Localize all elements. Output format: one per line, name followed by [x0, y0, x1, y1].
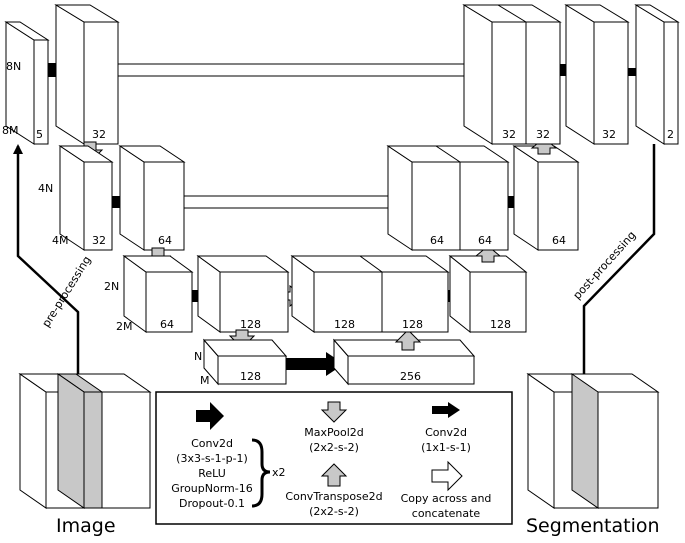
dec1b-channels-label: 32 — [536, 128, 550, 141]
legend-conv1x1-line-2: (1x1-s-1) — [421, 441, 471, 454]
dec3-concat-block: 128 128 — [290, 255, 450, 333]
legend-conv-line-5: Dropout-0.1 — [179, 497, 245, 510]
enc3b-block: 128 — [196, 255, 290, 333]
copy-arrow-level1 — [117, 54, 481, 86]
image-caption: Image — [56, 515, 116, 537]
dim-2n-label: 2N — [104, 280, 119, 293]
copy-arrow-level2 — [183, 188, 405, 216]
dec2a-channels-label: 64 — [430, 234, 444, 247]
enc1-block: 32 — [54, 4, 120, 145]
output-block: 2 — [634, 4, 680, 145]
conv-arrow-l4 — [286, 352, 344, 376]
bottleneck-a-channels-label: 128 — [240, 370, 261, 383]
legend-repeat-label: x2 — [272, 466, 286, 479]
convtranspose-arrow-4 — [394, 329, 422, 351]
legend-convtranspose-line-2: (2x2-s-2) — [309, 505, 359, 518]
legend-maxpool-line-1: MaxPool2d — [304, 426, 363, 439]
output-channels-label: 2 — [667, 128, 674, 141]
legend-maxpool-line-2: (2x2-s-2) — [309, 441, 359, 454]
legend-conv-line-3: ReLU — [198, 467, 226, 480]
dim-8n-label: 8N — [6, 60, 21, 73]
legend-copy-line-1: Copy across and — [401, 492, 492, 505]
dim-4n-label: 4N — [38, 182, 53, 195]
output-segmentation — [526, 373, 660, 509]
dec1-concat-block: 32 32 — [462, 4, 562, 145]
pre-processing-line — [13, 144, 80, 380]
pre-processing-label: pre-processing — [40, 254, 94, 330]
dim-4m-label: 4M — [52, 234, 69, 247]
dec2-out-block: 64 — [512, 145, 580, 251]
legend-conv-line-1: Conv2d — [191, 437, 233, 450]
dim-2m-label: 2M — [116, 320, 133, 333]
dec1-out-block: 32 — [564, 4, 630, 145]
post-processing-line — [579, 144, 656, 386]
enc2a-channels-label: 32 — [92, 234, 106, 247]
dec3a-channels-label: 128 — [334, 318, 355, 331]
dec2-out-channels-label: 64 — [552, 234, 566, 247]
enc3b-channels-label: 128 — [240, 318, 261, 331]
dec2-concat-block: 64 64 — [386, 145, 510, 251]
segmentation-caption: Segmentation — [526, 515, 660, 537]
input-image — [18, 373, 152, 509]
dec1-out-channels-label: 32 — [602, 128, 616, 141]
post-processing-label: post-processing — [571, 229, 639, 302]
legend-conv1x1-icon — [432, 402, 460, 418]
channels-5-label: 5 — [36, 128, 43, 141]
dec3-out-channels-label: 128 — [490, 318, 511, 331]
bottleneck-b-channels-label: 256 — [400, 370, 421, 383]
enc3a-block: 2N 2M 64 — [104, 255, 194, 333]
dim-m-label: M — [200, 374, 210, 387]
enc2b-block: 64 — [118, 145, 186, 251]
legend-brace — [251, 438, 271, 508]
enc1-channels-label: 32 — [92, 128, 106, 141]
legend-copy-line-2: concatenate — [412, 507, 481, 520]
legend-conv-line-4: GroupNorm-16 — [171, 482, 252, 495]
convtranspose-arrow-3 — [474, 245, 502, 263]
legend-conv-line-2: (3x3-s-1-p-1) — [176, 452, 248, 465]
legend-conv-block-icon — [196, 402, 224, 430]
dec3b-channels-label: 128 — [402, 318, 423, 331]
legend-conv1x1-line-1: Conv2d — [425, 426, 467, 439]
bottleneck-a-block: N M 128 — [194, 338, 288, 387]
dec1a-channels-label: 32 — [502, 128, 516, 141]
enc2b-channels-label: 64 — [158, 234, 172, 247]
legend-convtranspose-line-1: ConvTranspose2d — [285, 490, 382, 503]
dim-8m-label: 8M — [2, 124, 19, 137]
legend-copy-icon — [431, 460, 463, 492]
legend-maxpool-icon — [320, 401, 348, 423]
enc2a-block: 4N 4M 32 — [38, 145, 114, 251]
dec3-out-block: 128 — [448, 254, 528, 334]
legend-convtranspose-icon — [320, 463, 348, 487]
input-block: 8N 8M 5 — [2, 21, 50, 145]
dec2b-channels-label: 64 — [478, 234, 492, 247]
dim-n-label: N — [194, 350, 202, 363]
enc3a-channels-label: 64 — [160, 318, 174, 331]
